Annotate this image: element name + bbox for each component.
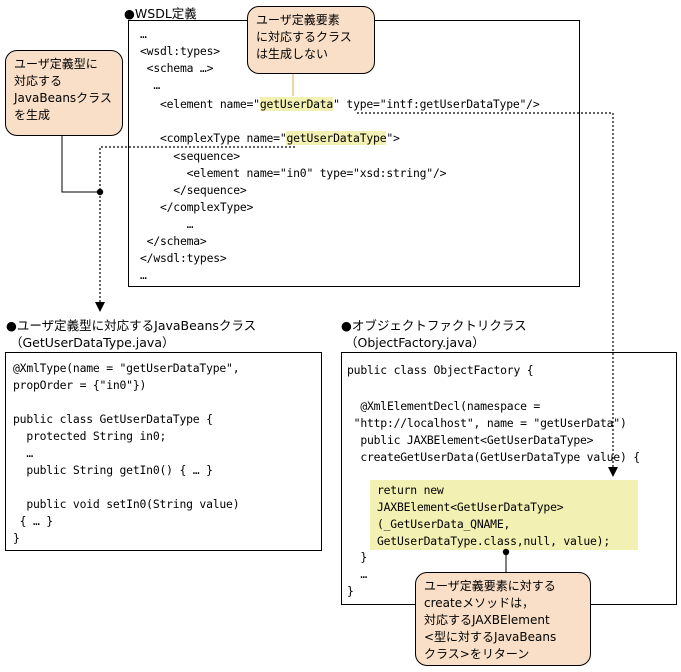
wsdl-line: … <box>140 27 147 41</box>
factory-heading: ●オブジェクトファクトリクラス <box>341 318 527 333</box>
wsdl-line: … <box>140 268 147 282</box>
wsdl-line: <element name="in0" type="xsd:string"/> <box>140 166 447 180</box>
factory-line: return new <box>357 483 444 497</box>
wsdl-element-line: <element name="getUserData" type="intf:g… <box>140 96 540 113</box>
javabean-heading: ●ユーザ定義型に対応するJavaBeansクラス <box>6 318 257 333</box>
javabean-line: public String getIn0() { … } <box>13 463 213 477</box>
arrowhead-down <box>95 302 105 312</box>
javabean-line: public void setIn0(String value) <box>13 497 240 511</box>
javabean-subheading: （GetUserDataType.java） <box>10 335 175 350</box>
javabean-box <box>5 352 322 551</box>
wsdl-line: <wsdl:types> <box>140 44 220 58</box>
javabean-line: public class GetUserDataType { <box>13 412 213 426</box>
callout-javabeans: ユーザ定義型に 対応する JavaBeansクラス を生成 <box>5 50 123 136</box>
wsdl-box <box>128 20 580 287</box>
create-callout-dot <box>502 548 510 556</box>
javabean-line: … <box>13 446 33 460</box>
javabean-line: } <box>13 531 20 545</box>
wsdl-line: <sequence> <box>140 149 240 163</box>
wsdl-line: </schema> <box>140 234 207 248</box>
return-highlight <box>370 480 638 550</box>
javabeans-connector <box>61 136 100 193</box>
callout-no-class: ユーザ定義要素 に対応するクラス は生成しない <box>247 6 375 74</box>
complextype-to-javabean-arrow <box>99 146 295 302</box>
factory-line: GetUserDataType.class,null, value); <box>357 534 610 548</box>
callout-create-method: ユーザ定義要素に対する createメソッドは， 対応するJAXBElement… <box>415 572 591 666</box>
javabean-line: propOrder = {"in0"}) <box>13 378 147 392</box>
wsdl-line: </sequence> <box>140 183 247 197</box>
factory-box <box>341 352 677 605</box>
javabean-line: protected String in0; <box>13 429 167 443</box>
factory-line: public class ObjectFactory { <box>347 363 534 377</box>
wsdl-line: … <box>140 217 194 231</box>
element-to-factory-arrow <box>357 112 614 467</box>
factory-line: public JAXBElement<GetUserDataType> <box>347 433 594 447</box>
wsdl-element-prefix: <element name=" <box>140 97 260 111</box>
factory-line: createGetUserData(GetUserDataType value)… <box>347 450 640 464</box>
factory-line: JAXBElement<GetUserDataType> <box>357 500 564 514</box>
wsdl-line: … <box>140 78 160 92</box>
factory-line: … <box>347 567 367 581</box>
wsdl-complextype-prefix: <complexType name=" <box>140 131 287 145</box>
wsdl-element-suffix: " type="intf:getUserDataType"/> <box>333 97 540 111</box>
factory-line: } <box>347 584 354 598</box>
wsdl-line: <schema …> <box>140 61 214 75</box>
factory-line: "http://localhost", name = "getUserData"… <box>347 416 627 430</box>
wsdl-heading: ●WSDL定義 <box>124 6 197 21</box>
factory-line: } <box>347 550 367 564</box>
javabean-line: { … } <box>13 514 53 528</box>
element-name-highlight: getUserData <box>259 97 334 111</box>
arrowhead-down <box>608 467 618 477</box>
javabean-line: @XmlType(name = "getUserDataType", <box>13 361 240 375</box>
wsdl-complextype-line: <complexType name="getUserDataType"> <box>140 130 400 147</box>
factory-subheading: （ObjectFactory.java） <box>345 335 485 350</box>
factory-line: (_GetUserData_QNAME, <box>357 517 511 531</box>
complextype-name-highlight: getUserDataType <box>286 131 387 145</box>
wsdl-line: </wsdl:types> <box>140 251 227 265</box>
wsdl-complextype-suffix: "> <box>386 131 400 145</box>
factory-line: @XmlElementDecl(namespace = <box>347 399 541 413</box>
wsdl-line: </complexType> <box>140 200 254 214</box>
